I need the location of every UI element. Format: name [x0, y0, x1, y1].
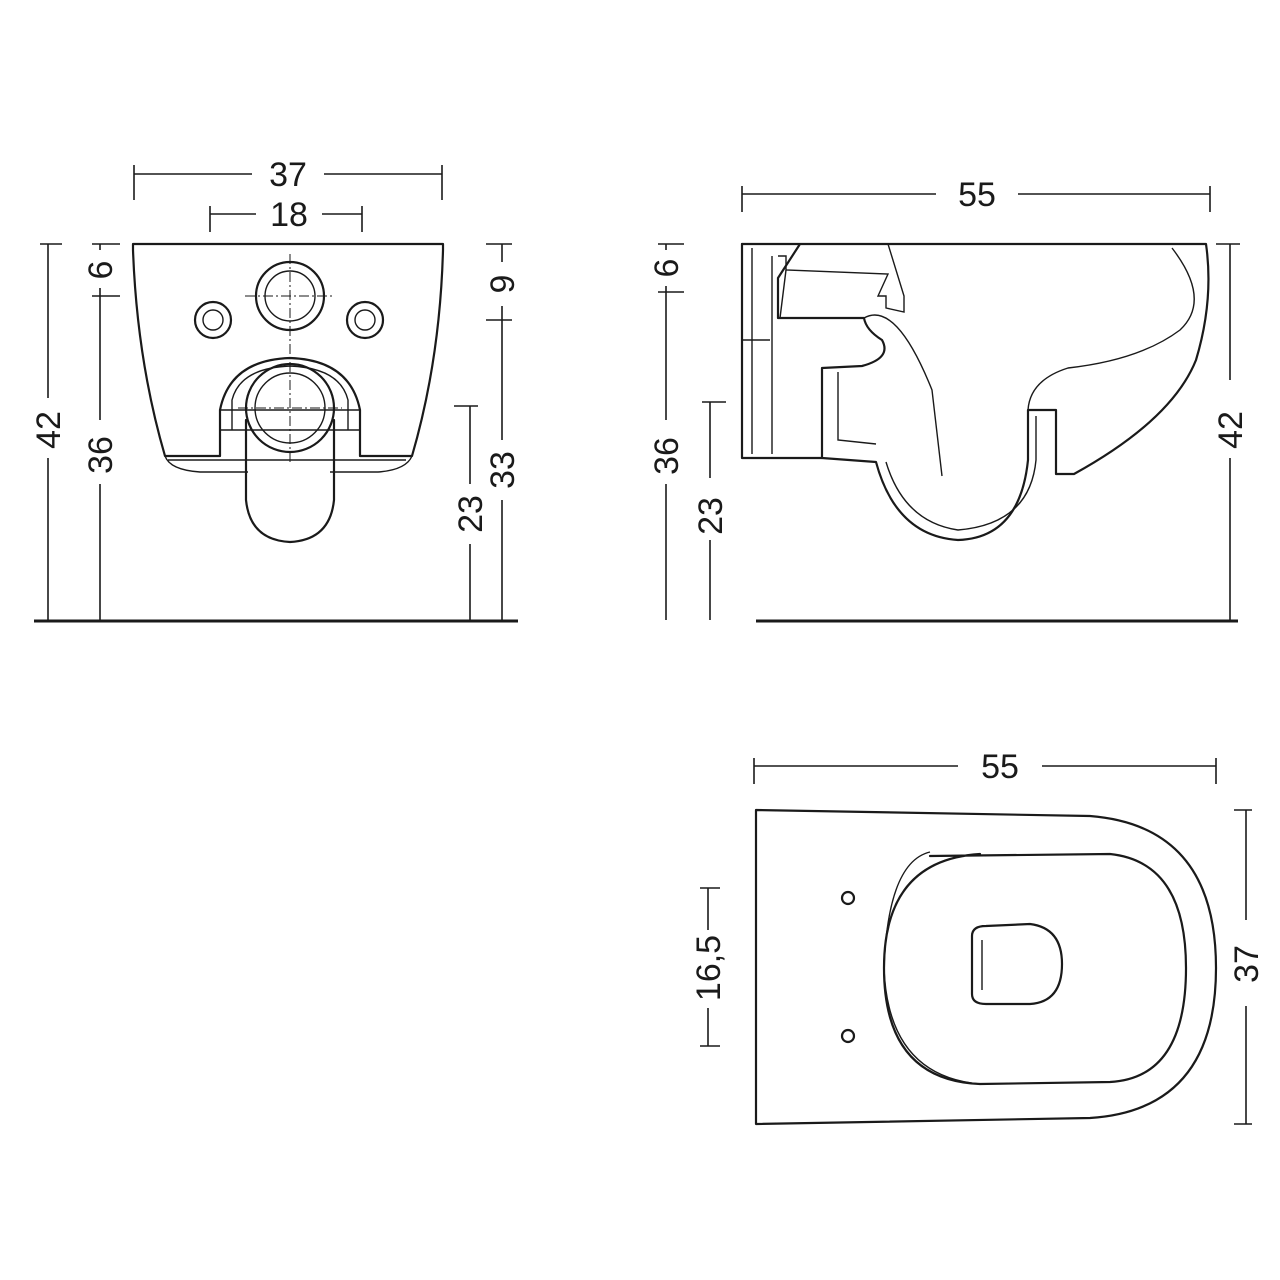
side-mid-height-label: 36: [648, 437, 686, 475]
fixing-hole-left-icon: [193, 300, 233, 340]
side-top-offset-label: 6: [648, 259, 686, 278]
seat-fixing-hole-top-icon: [840, 890, 856, 906]
front-top-offset-label: 6: [82, 261, 120, 280]
top-width-label: 37: [1228, 945, 1266, 983]
side-total-height-label: 42: [1212, 411, 1250, 449]
fixing-hole-right-icon: [345, 300, 385, 340]
front-width-label: 37: [269, 156, 307, 194]
top-body-outline: [754, 808, 1218, 1126]
side-low-height-label: 23: [692, 497, 730, 535]
side-body-outline: [740, 242, 1210, 542]
front-low-height-label: 23: [452, 495, 490, 533]
front-mid-height-label: 36: [82, 436, 120, 474]
front-width-dimension: 37: [133, 156, 443, 200]
front-body-outline: [131, 242, 445, 544]
side-right-dimensions: 42: [1212, 243, 1250, 620]
side-depth-dimension: 55: [741, 176, 1211, 214]
seat-rim-outline: [882, 852, 1188, 1086]
front-fixing-dimension: 18: [209, 196, 363, 234]
top-width-dimension: 37: [1228, 809, 1266, 1125]
front-fixing-label: 18: [270, 196, 308, 234]
bowl-opening-outline: [970, 922, 1064, 1006]
front-total-height-label: 42: [30, 411, 68, 449]
top-depth-dimension: 55: [753, 748, 1217, 786]
top-view: 55 16,5 37: [690, 748, 1266, 1126]
front-view: 37 18 42 6 36: [30, 156, 522, 623]
front-holes: [193, 254, 385, 462]
top-fixing-dimension: 16,5: [690, 887, 728, 1047]
seat-fixing-hole-bottom-icon: [840, 1028, 856, 1044]
top-depth-label: 55: [981, 748, 1019, 786]
front-outlet-offset-label: 9: [484, 275, 522, 294]
front-right-dimensions: 9 33 23: [452, 243, 522, 620]
side-depth-label: 55: [958, 176, 996, 214]
front-left-dimensions: 42 6 36: [30, 243, 120, 620]
top-fixing-spacing-label: 16,5: [690, 935, 728, 1001]
side-left-dimensions: 6 36 23: [648, 243, 730, 620]
front-outlet-height-label: 33: [484, 451, 522, 489]
side-view: 55 6 36 23 42: [648, 176, 1250, 623]
